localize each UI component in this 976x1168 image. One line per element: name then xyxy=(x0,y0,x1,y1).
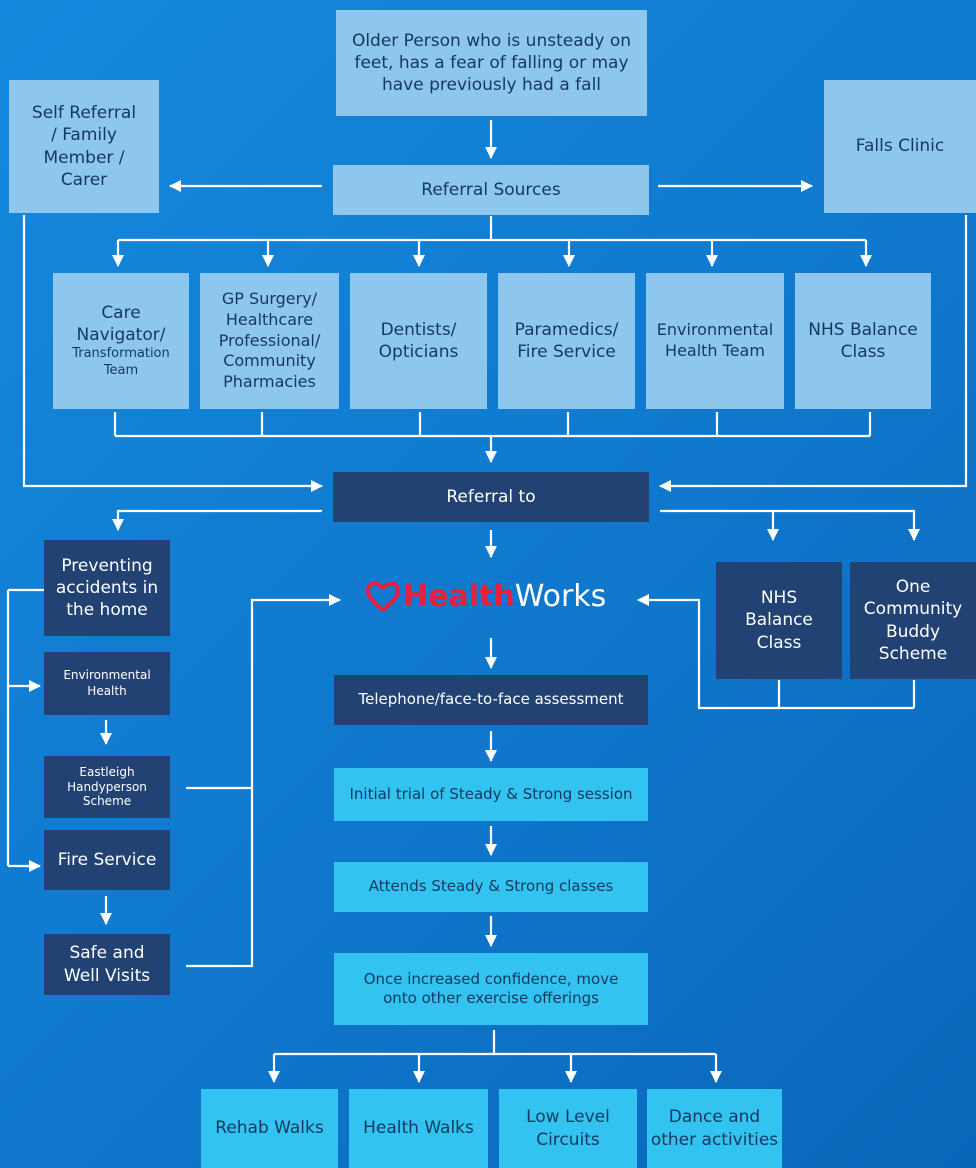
box-line: Health Walks xyxy=(363,1118,474,1139)
nhs-balance-class-box: NHS Balance Class xyxy=(716,562,842,679)
box-line: NHS Balance xyxy=(808,319,918,340)
rehab-walks-box: Rehab Walks xyxy=(201,1089,338,1168)
box-line: GP Surgery/ xyxy=(221,289,318,308)
falls-clinic-box: Falls Clinic xyxy=(824,80,976,213)
box-line: Balance xyxy=(745,610,813,631)
box-line: Dance and xyxy=(668,1107,761,1128)
box-line: Health Team xyxy=(665,341,765,360)
preventing-accidents-box: Preventing accidents in the home xyxy=(44,540,170,636)
handyperson-box: Eastleigh Handyperson Scheme xyxy=(44,756,170,818)
self-referral-line: Carer xyxy=(60,169,108,190)
falls-clinic-text: Falls Clinic xyxy=(855,136,945,157)
box-line: Preventing xyxy=(61,555,153,576)
nhs-balance-class-source-box: NHS Balance Class xyxy=(795,273,931,409)
box-line: Eastleigh xyxy=(79,765,135,780)
box-line: Team xyxy=(103,363,139,379)
box-line: Scheme xyxy=(878,643,948,664)
box-line: Fire Service xyxy=(517,342,616,362)
dentists-box: Dentists/ Opticians xyxy=(350,273,487,409)
box-line: Circuits xyxy=(536,1129,600,1150)
heart-icon xyxy=(365,581,401,612)
box-line: Community xyxy=(863,599,963,620)
safe-well-visits-box: Safe and Well Visits xyxy=(44,934,170,995)
assessment-text: Telephone/face-to-face assessment xyxy=(358,690,624,709)
fire-service-box: Fire Service xyxy=(44,830,170,890)
environmental-health-team-box: Environmental Health Team xyxy=(646,273,784,409)
referral-to-label: Referral to xyxy=(446,486,536,507)
older-person-box: Older Person who is unsteady on feet, ha… xyxy=(336,10,647,116)
box-line: Opticians xyxy=(378,342,459,362)
box-line: onto other exercise offerings xyxy=(383,989,599,1007)
box-line: Environmental xyxy=(63,667,151,682)
increased-confidence-box: Once increased confidence, move onto oth… xyxy=(334,953,648,1025)
box-line: Healthcare xyxy=(225,309,314,329)
dance-activities-box: Dance and other activities xyxy=(647,1089,782,1168)
trial-session-box: Initial trial of Steady & Strong session xyxy=(334,768,648,821)
self-referral-line: Self Referral xyxy=(31,103,137,124)
gp-surgery-box: GP Surgery/ Healthcare Professional/ Com… xyxy=(200,273,339,409)
box-line: Class xyxy=(756,632,802,653)
attends-classes-box: Attends Steady & Strong classes xyxy=(334,862,648,912)
assessment-box: Telephone/face-to-face assessment xyxy=(334,675,648,725)
box-line: accidents in xyxy=(55,577,159,598)
self-referral-line: / Family xyxy=(51,125,117,146)
box-line: Low Level xyxy=(526,1107,610,1128)
self-referral-line: Member / xyxy=(43,147,125,168)
older-person-text: Older Person who is unsteady on feet, ha… xyxy=(351,30,632,96)
box-line: Buddy xyxy=(885,621,941,642)
box-line: Rehab Walks xyxy=(215,1118,324,1139)
logo-health-text: Health xyxy=(403,578,515,614)
fire-service-text: Fire Service xyxy=(57,849,157,870)
box-line: Class xyxy=(840,342,886,362)
buddy-scheme-box: One Community Buddy Scheme xyxy=(850,562,976,679)
box-line: Community xyxy=(223,351,316,371)
box-line: Health xyxy=(87,683,127,698)
box-line: Navigator/ xyxy=(76,325,166,346)
health-walks-box: Health Walks xyxy=(349,1089,488,1168)
box-line: Pharmacies xyxy=(223,372,316,392)
logo-works-text: Works xyxy=(514,578,607,614)
paramedics-box: Paramedics/ Fire Service xyxy=(498,273,635,409)
box-line: Once increased confidence, move xyxy=(363,969,619,988)
box-line: Dentists/ xyxy=(380,319,457,340)
self-referral-box: Self Referral / Family Member / Carer xyxy=(9,80,159,213)
box-line: Care xyxy=(101,303,141,324)
box-line: Transformation xyxy=(72,346,170,362)
box-line: Paramedics/ xyxy=(514,319,619,340)
box-line: the home xyxy=(66,600,148,621)
trial-session-text: Initial trial of Steady & Strong session xyxy=(349,784,633,803)
care-navigator-box: Care Navigator/ Transformation Team xyxy=(53,273,189,409)
box-line: other activities xyxy=(650,1129,779,1150)
box-line: Environmental xyxy=(656,320,774,340)
referral-sources-box: Referral Sources xyxy=(333,165,649,215)
box-line: Well Visits xyxy=(63,965,151,986)
box-line: Safe and xyxy=(69,943,145,964)
low-level-circuits-box: Low Level Circuits xyxy=(499,1089,637,1168)
environmental-health-box: Environmental Health xyxy=(44,652,170,715)
box-line: Scheme xyxy=(82,794,132,809)
box-line: Handyperson xyxy=(67,779,147,794)
box-line: NHS xyxy=(760,588,798,609)
referral-sources-label: Referral Sources xyxy=(421,179,561,200)
box-line: One xyxy=(895,577,931,598)
referral-to-box: Referral to xyxy=(333,472,649,522)
attends-classes-text: Attends Steady & Strong classes xyxy=(368,877,614,896)
box-line: Professional/ xyxy=(218,330,321,350)
